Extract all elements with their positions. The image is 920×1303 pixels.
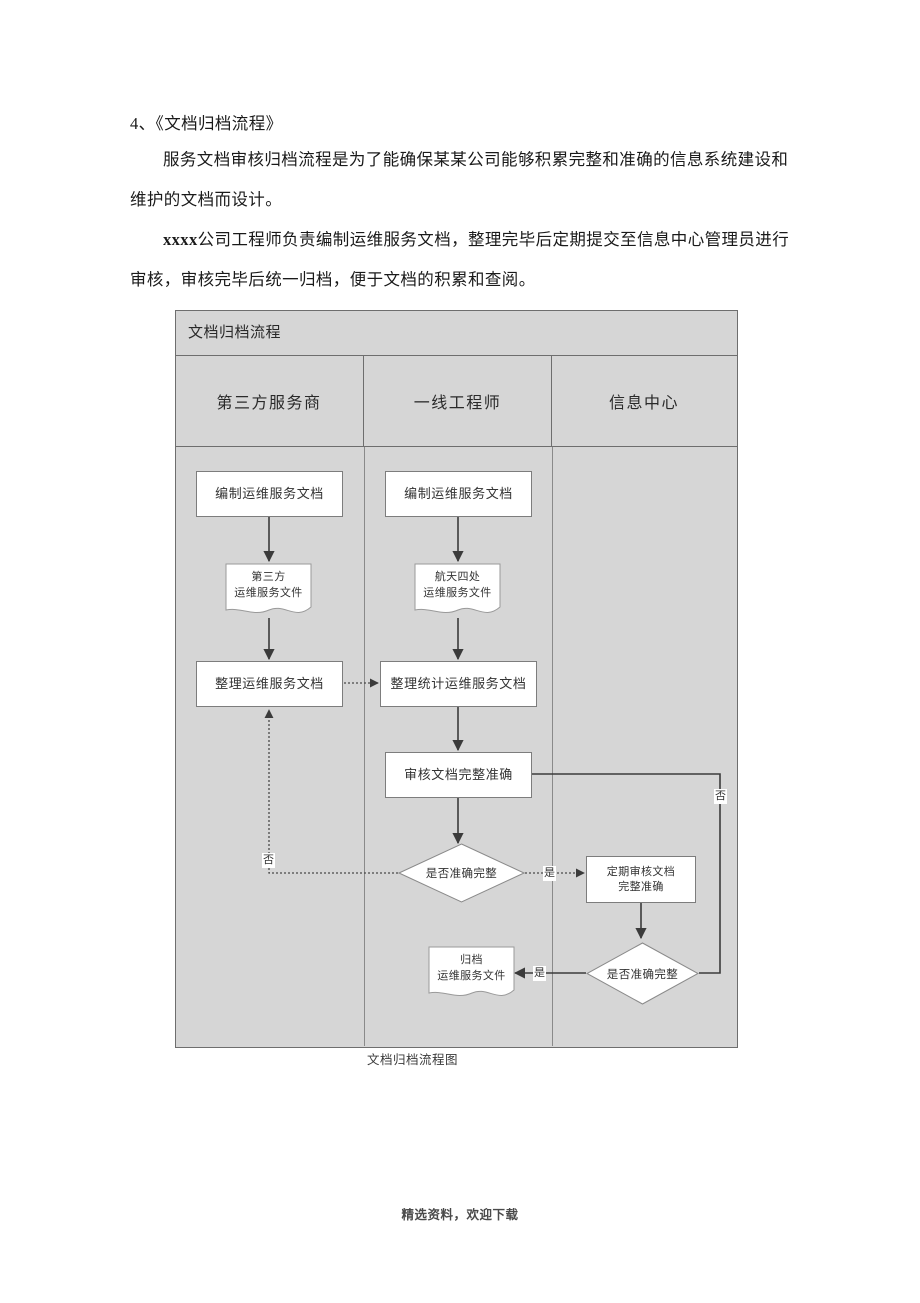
edge-label-no-left: 否 bbox=[262, 853, 275, 868]
section-heading: 4、《文档归档流程》 bbox=[130, 114, 283, 133]
node-periodic-review-doc[interactable]: 定期审核文档 完整准确 bbox=[586, 856, 696, 903]
node-hangtian-ops-file[interactable]: 航天四处 运维服务文件 bbox=[414, 563, 501, 619]
figure-caption: 文档归档流程图 bbox=[367, 1053, 459, 1067]
lane-header-third-party: 第三方服务商 bbox=[175, 356, 364, 446]
lane-header-info-center: 信息中心 bbox=[608, 395, 679, 412]
edge-label-no-right: 否 bbox=[714, 789, 727, 804]
node-third-party-ops-file[interactable]: 第三方 运维服务文件 bbox=[225, 563, 312, 619]
flowchart-title: 文档归档流程 bbox=[188, 325, 282, 341]
node-decision-accurate-complete-right[interactable]: 是否准确完整 bbox=[586, 942, 699, 1005]
lane-header-frontline-engineer: 一线工程师 bbox=[364, 356, 552, 446]
node-prepare-ops-doc-engineer[interactable]: 编制运维服务文档 bbox=[385, 471, 532, 517]
paragraph-2-bold-prefix: xxxx bbox=[163, 230, 198, 249]
node-decision-accurate-complete-right-label: 是否准确完整 bbox=[606, 968, 679, 981]
flowchart-title-bar: 文档归档流程 bbox=[175, 310, 738, 356]
document-archiving-flowchart: 文档归档流程 第三方服务商 一线工程师 信息中心 bbox=[175, 310, 738, 1048]
page-footer: 精选资料，欢迎下载 bbox=[401, 1208, 519, 1222]
node-hangtian-ops-file-label: 航天四处 运维服务文件 bbox=[423, 571, 492, 599]
node-prepare-ops-doc-third-party[interactable]: 编制运维服务文档 bbox=[196, 471, 343, 517]
node-third-party-ops-file-label: 第三方 运维服务文件 bbox=[234, 571, 303, 599]
edge-label-yes-mid: 是 bbox=[543, 866, 556, 881]
document-shape-icon bbox=[414, 563, 501, 614]
node-decision-accurate-complete-mid[interactable]: 是否准确完整 bbox=[398, 843, 525, 903]
paragraph-2-rest: 公司工程师负责编制运维服务文档，整理完毕后定期提交至信息中心管理员进行审核，审核… bbox=[130, 230, 790, 289]
node-archive-ops-file[interactable]: 归档 运维服务文件 bbox=[428, 946, 515, 1002]
paragraph-2: xxxx公司工程师负责编制运维服务文档，整理完毕后定期提交至信息中心管理员进行审… bbox=[130, 220, 790, 300]
edge-label-yes-archive: 是 bbox=[533, 966, 546, 981]
lane-divider-1 bbox=[364, 447, 365, 1046]
document-text-block: 4、《文档归档流程》 服务文档审核归档流程是为了能确保某某公司能够积累完整和准确… bbox=[130, 108, 790, 300]
node-archive-ops-file-label: 归档 运维服务文件 bbox=[437, 954, 506, 982]
node-decision-accurate-complete-mid-label: 是否准确完整 bbox=[425, 868, 498, 880]
lane-header-row: 第三方服务商 一线工程师 信息中心 bbox=[175, 356, 738, 447]
paragraph-1: 服务文档审核归档流程是为了能确保某某公司能够积累完整和准确的信息系统建设和维护的… bbox=[130, 150, 789, 209]
node-organize-summarize-ops-doc[interactable]: 整理统计运维服务文档 bbox=[380, 661, 537, 707]
node-organize-ops-doc[interactable]: 整理运维服务文档 bbox=[196, 661, 343, 707]
node-review-doc-complete-accurate[interactable]: 审核文档完整准确 bbox=[385, 752, 532, 798]
document-shape-icon bbox=[225, 563, 312, 614]
lane-divider-2 bbox=[552, 447, 553, 1046]
